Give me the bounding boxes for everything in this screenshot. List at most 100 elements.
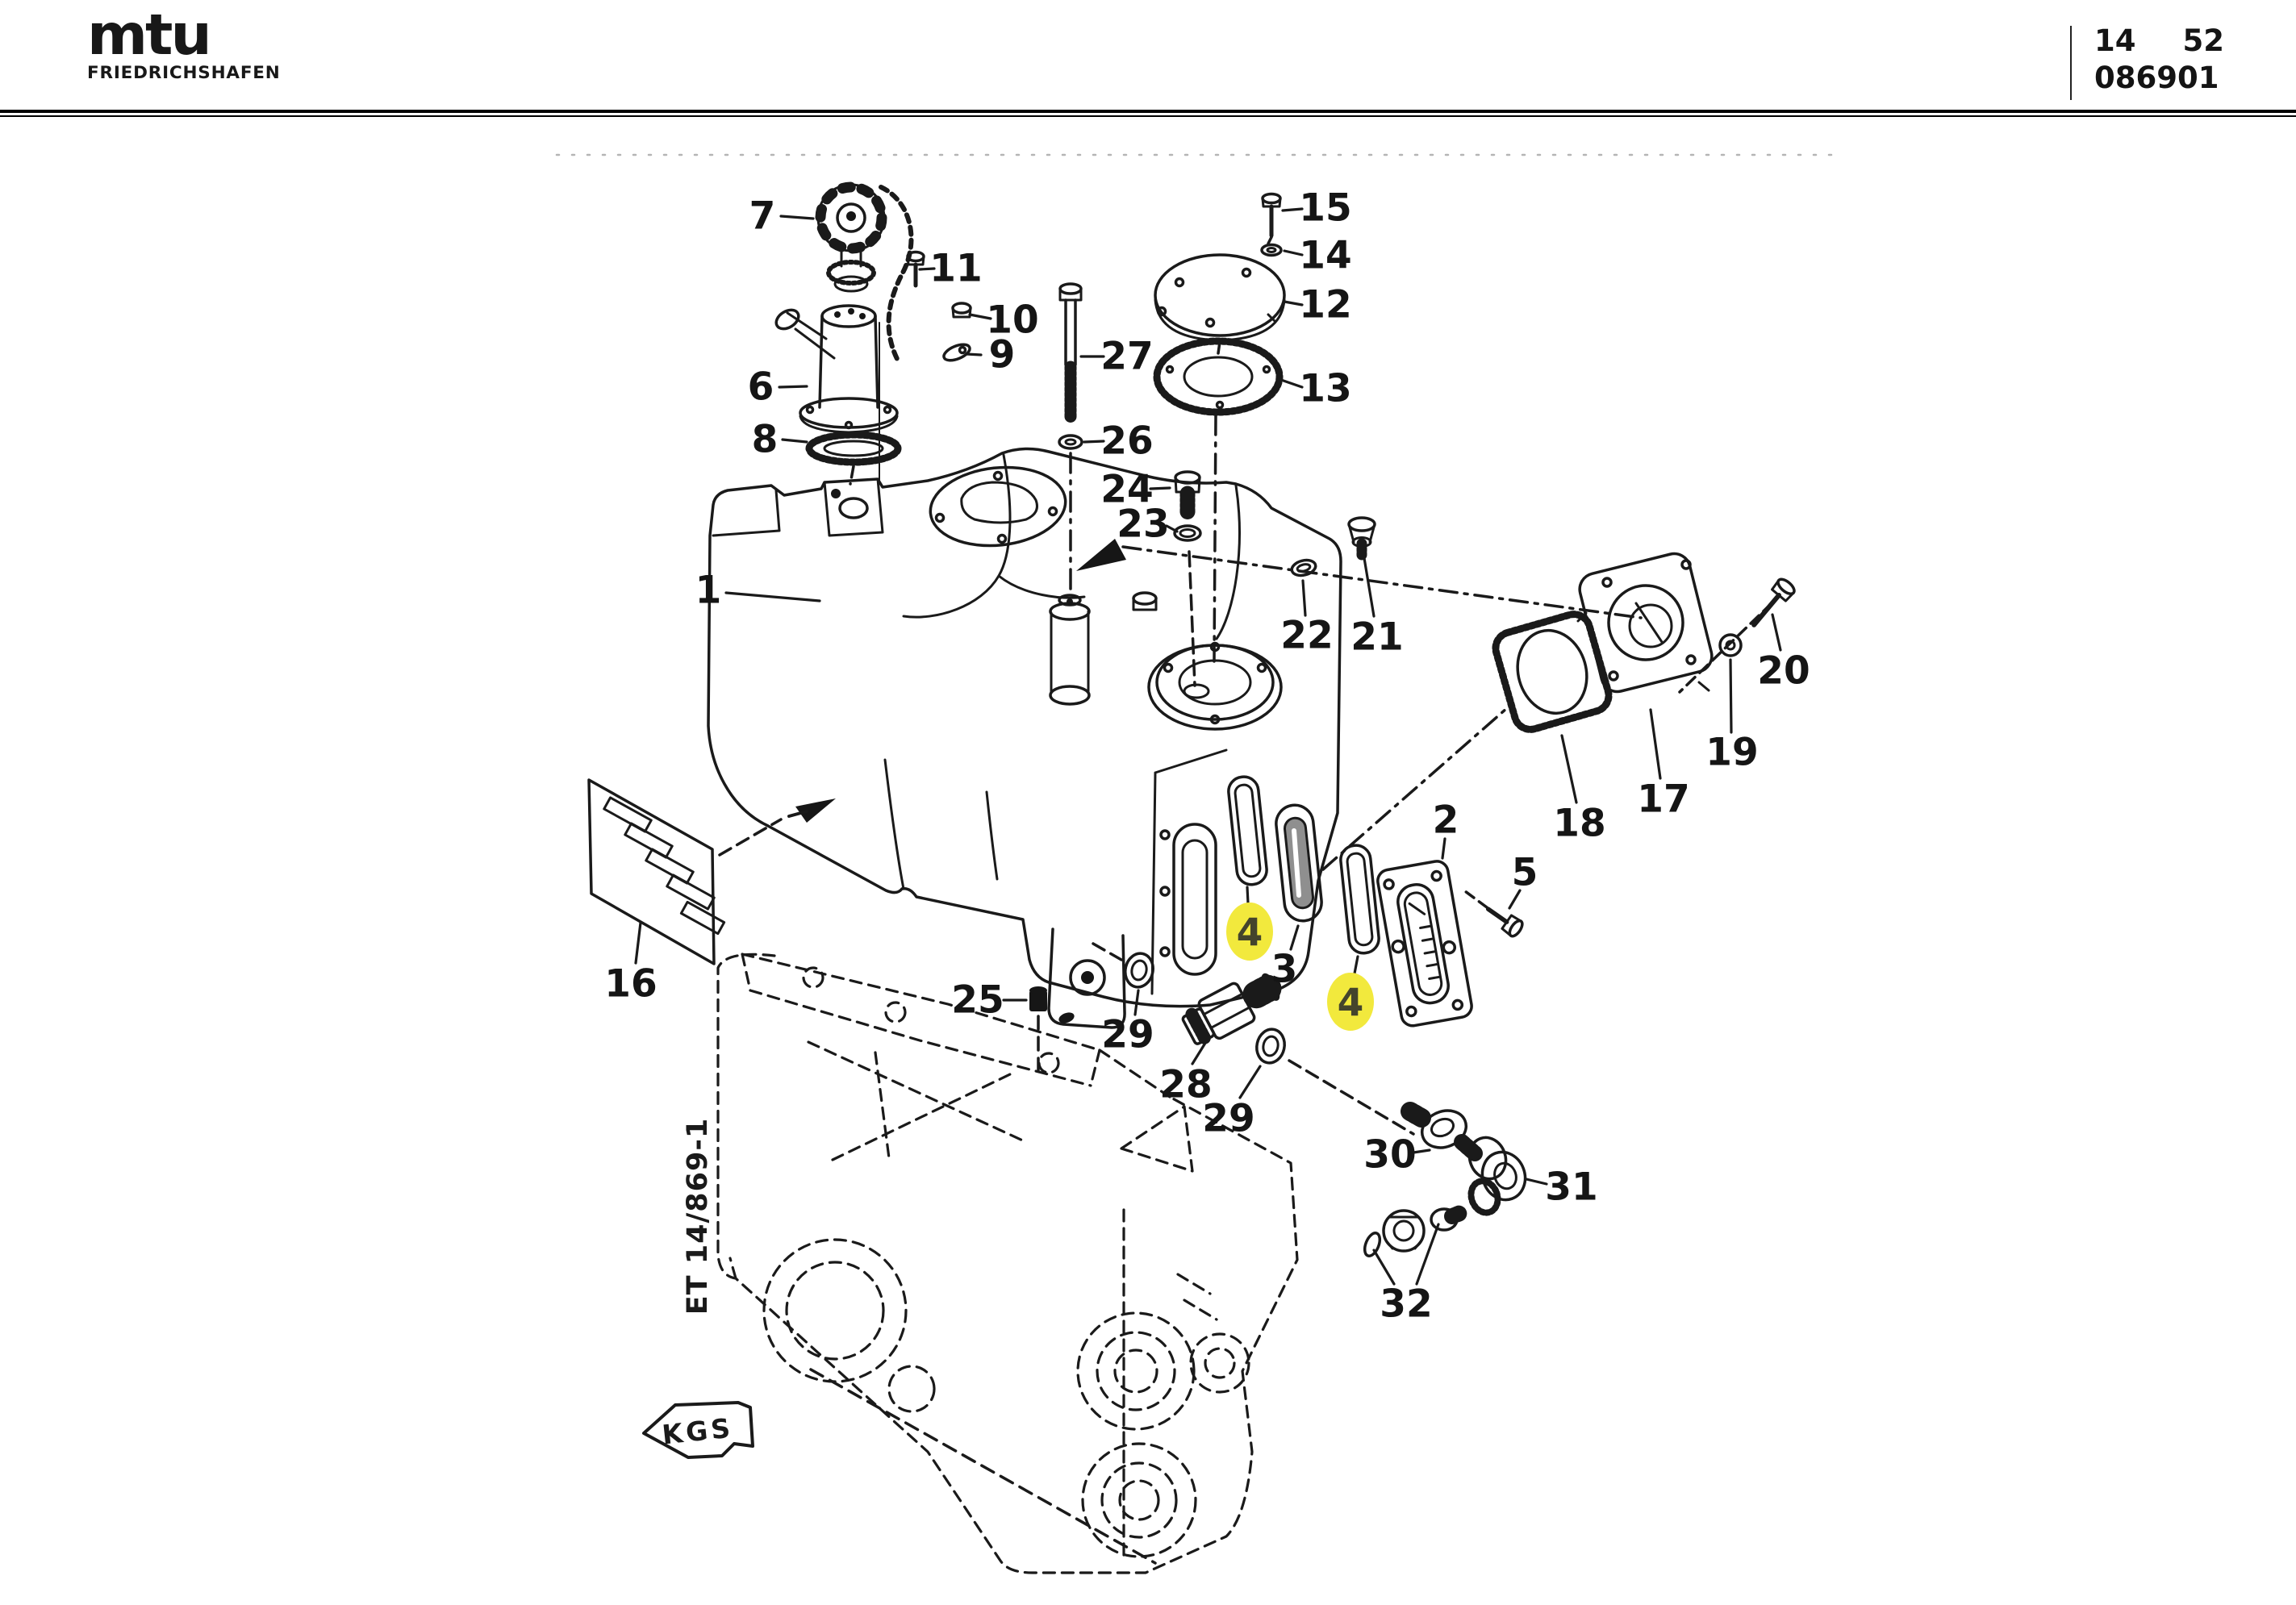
part-number: 32 <box>1380 1282 1432 1327</box>
part-number: 7 <box>749 194 776 239</box>
part-29-oring-right <box>1255 1028 1286 1065</box>
cap-chain <box>879 185 914 361</box>
leader-line <box>1283 300 1304 306</box>
part-number: 30 <box>1363 1133 1416 1178</box>
leader-line <box>778 385 808 389</box>
part-number: 23 <box>1117 502 1169 547</box>
leader-line <box>781 438 808 444</box>
part-number: 3 <box>1271 948 1298 992</box>
part-3-sight-glass <box>1275 803 1323 923</box>
part-6-filler-neck <box>774 304 899 434</box>
part-number: 15 <box>1299 186 1351 231</box>
highlight-ellipse <box>1327 973 1374 1031</box>
part-label-29: 29 <box>1202 1065 1262 1141</box>
part-27-bolt <box>1058 282 1083 423</box>
part-label-5: 5 <box>1508 851 1538 910</box>
part-number: 4 <box>1237 911 1263 956</box>
part-label-14: 14 <box>1283 234 1352 278</box>
part-number: 18 <box>1553 802 1605 846</box>
part-23-seal-ring <box>1173 524 1202 542</box>
leader-line <box>965 352 983 356</box>
part-label-9: 9 <box>965 333 1016 377</box>
part-number: 12 <box>1299 283 1351 327</box>
part-number: 14 <box>1299 234 1351 278</box>
axis-8-to-tank <box>849 465 855 486</box>
part-label-12: 12 <box>1283 283 1352 327</box>
leader-line <box>1363 557 1376 618</box>
part-10-nut <box>951 302 972 319</box>
kgs-flow-line <box>809 1368 1157 1565</box>
part-number: 4 <box>1338 982 1364 1026</box>
part-29-oring-left <box>1124 952 1154 989</box>
leader-line <box>1729 658 1733 734</box>
direction-arrow-right <box>1076 539 1126 571</box>
part-label-32: 32 <box>1372 1223 1440 1327</box>
part-number: 9 <box>989 333 1016 377</box>
part-label-1: 1 <box>695 569 821 613</box>
part-number: 5 <box>1512 851 1538 895</box>
leader-line <box>1301 579 1307 617</box>
part-label-4-highlighted: 4 <box>1226 886 1273 961</box>
header-separator <box>2070 26 2072 100</box>
leader-line <box>1083 440 1105 444</box>
page-code: 14 52 086901 <box>2094 23 2224 97</box>
axis-18-17 <box>1321 707 1509 871</box>
part-2-gauge-plate <box>1376 860 1473 1028</box>
part-label-21: 21 <box>1350 557 1404 660</box>
drawing-ref: ET 14/869-1 <box>682 1118 714 1315</box>
part-4-gasket-right <box>1339 844 1380 955</box>
leader-line <box>1133 989 1140 1016</box>
part-number: 10 <box>986 298 1038 343</box>
leader-line <box>1441 837 1446 860</box>
leader-line <box>1283 249 1304 256</box>
part-number: 17 <box>1637 777 1689 822</box>
part-label-31: 31 <box>1525 1165 1598 1210</box>
part-4-gasket-left <box>1227 775 1268 886</box>
filler-boss-hole <box>831 489 841 498</box>
leader-line <box>1412 1149 1431 1154</box>
part-label-4-highlighted: 4 <box>1327 955 1374 1031</box>
part-label-25: 25 <box>951 978 1028 1023</box>
part-17-cover-flange <box>1576 552 1714 694</box>
part-label-22: 22 <box>1280 579 1334 658</box>
part-label-17: 17 <box>1637 708 1690 822</box>
leader-line <box>1560 734 1578 804</box>
part-18-flange-gasket <box>1492 611 1613 733</box>
part-31-union-fitting <box>1467 1136 1527 1216</box>
part-12-cover-plate <box>1154 253 1286 342</box>
part-15-screw <box>1261 192 1282 238</box>
part-label-29: 29 <box>1101 989 1154 1057</box>
part-25-plug <box>1029 986 1047 1079</box>
part-32-plug-set <box>1363 1205 1468 1257</box>
leader-line <box>1281 207 1304 212</box>
part-label-30: 30 <box>1363 1133 1431 1178</box>
part-number: 19 <box>1705 731 1758 775</box>
axis-15 <box>1213 236 1273 663</box>
part-24-plug <box>1174 470 1201 521</box>
part-7-handwheel <box>815 181 887 293</box>
part-number: 13 <box>1299 367 1351 411</box>
leader-line <box>1649 708 1662 780</box>
part-number: 24 <box>1100 468 1153 512</box>
part-number: 1 <box>695 569 722 613</box>
part-number: 20 <box>1757 649 1810 694</box>
leader-line <box>634 921 642 965</box>
part-number: 6 <box>748 365 774 410</box>
leader-line <box>1279 378 1304 389</box>
part-16-label-plate <box>587 778 726 965</box>
part-label-18: 18 <box>1553 734 1606 846</box>
part-number: 29 <box>1202 1097 1254 1141</box>
axis-5 <box>1460 887 1488 909</box>
part-number: 2 <box>1433 798 1459 843</box>
leader-line <box>1165 524 1179 533</box>
part-number: 21 <box>1350 615 1403 660</box>
part-8-gasket <box>805 431 902 466</box>
part-label-20: 20 <box>1757 613 1810 694</box>
part-label-24: 24 <box>1100 468 1171 512</box>
part-number: 16 <box>604 962 657 1007</box>
part-5-screw <box>1485 907 1524 938</box>
part-number: 29 <box>1101 1013 1154 1057</box>
